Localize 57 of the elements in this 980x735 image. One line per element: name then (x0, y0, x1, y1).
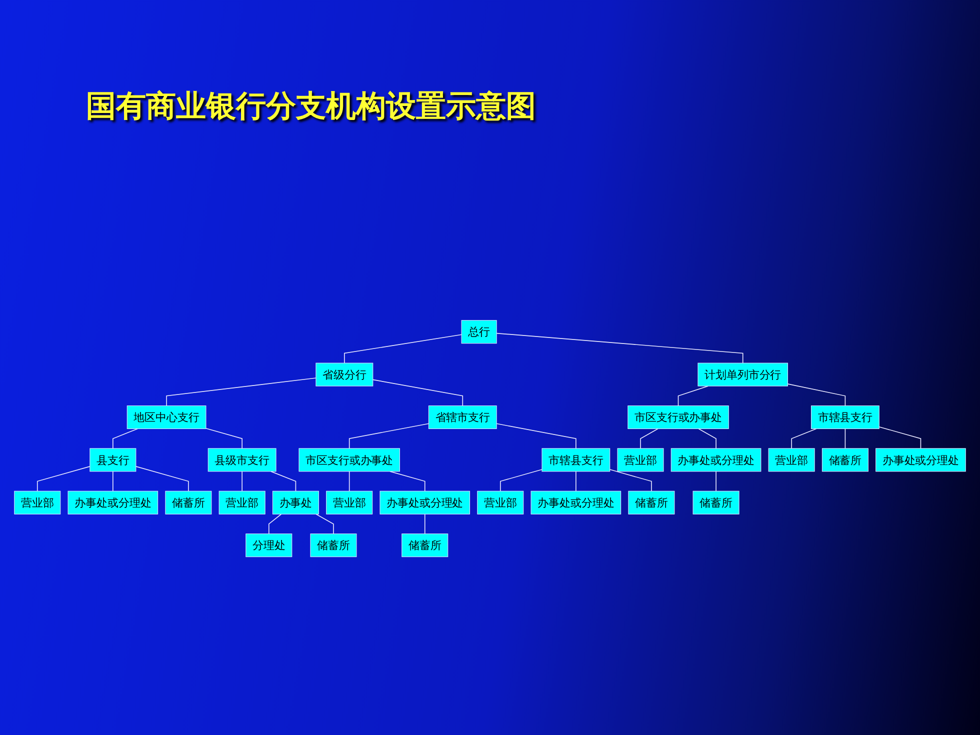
node-box: 储蓄所 (310, 534, 357, 558)
connector (500, 470, 542, 492)
node-box: 储蓄所 (822, 448, 868, 472)
node-box: 储蓄所 (165, 491, 212, 515)
connector (166, 378, 316, 407)
node-box: 县级市支行 (208, 448, 276, 472)
node-box: 省辖市支行 (428, 406, 497, 430)
node-box: 办事处或分理处 (68, 491, 158, 515)
connector (112, 471, 114, 492)
node-box: 办事处或分理处 (876, 448, 966, 472)
node-box: 营业部 (768, 448, 815, 472)
connector (136, 466, 189, 492)
connector (390, 471, 426, 492)
node-box: 地区中心支行 (126, 406, 206, 430)
node-box: 储蓄所 (628, 491, 675, 515)
connector (348, 471, 350, 492)
node-box: 总行 (461, 320, 497, 344)
node-box: 计划单列市分行 (698, 363, 788, 387)
node-box: 市辖县支行 (542, 448, 610, 472)
connector (112, 428, 138, 450)
node-box: 办事处或分理处 (380, 491, 470, 515)
connector (678, 386, 708, 407)
connector (496, 333, 744, 364)
node-box: 营业部 (14, 491, 61, 515)
connector (844, 428, 846, 450)
node-box: 分理处 (246, 534, 292, 558)
connector (787, 384, 846, 407)
connector (268, 514, 282, 535)
connector (206, 428, 242, 450)
node-box: 营业部 (218, 491, 266, 515)
connector (348, 424, 430, 450)
node-box: 省级分行 (316, 363, 374, 387)
connector (36, 466, 90, 492)
connector (698, 428, 716, 450)
connector (270, 471, 296, 492)
node-box: 营业部 (617, 448, 664, 472)
node-box: 办事处或分理处 (670, 448, 762, 472)
node-box: 市区支行或办事处 (628, 406, 729, 430)
connector (372, 380, 464, 407)
connector (878, 426, 922, 450)
node-box: 储蓄所 (402, 534, 448, 558)
node-box: 办事处 (272, 491, 319, 515)
node-box: 办事处或分理处 (530, 491, 622, 515)
node-box: 营业部 (326, 491, 373, 515)
node-box: 市辖县支行 (810, 406, 880, 430)
connector (424, 514, 426, 535)
connector (344, 334, 462, 364)
connector (640, 428, 658, 450)
node-box: 营业部 (477, 491, 524, 515)
connector (609, 470, 652, 492)
diagram-title: 国有商业银行分支机构设置示意图 (86, 88, 536, 126)
connector (316, 514, 334, 535)
connector (791, 428, 817, 450)
node-box: 储蓄所 (692, 491, 740, 515)
node-box: 市区支行或办事处 (298, 448, 400, 472)
node-box: 县支行 (90, 448, 136, 472)
connector (496, 424, 576, 450)
